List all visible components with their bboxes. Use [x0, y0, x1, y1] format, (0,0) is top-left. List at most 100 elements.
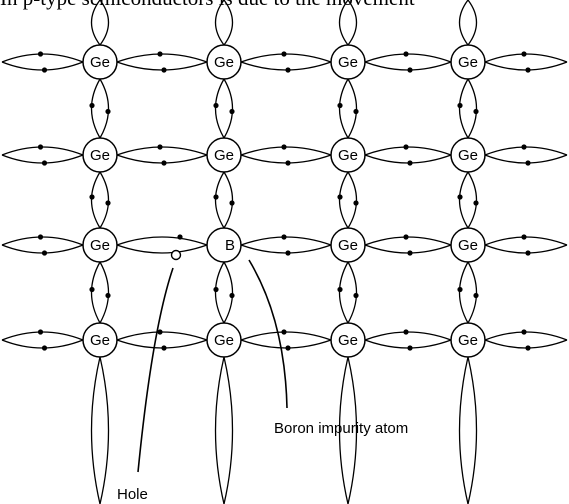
ge-atom-circle [206, 137, 242, 173]
bond-line [467, 0, 478, 46]
bond-electron [285, 160, 291, 166]
bond-line [214, 78, 225, 139]
bond-line [90, 78, 101, 139]
ge-atom-label: Ge [90, 54, 110, 71]
bond-electron [337, 286, 343, 293]
bond-line [347, 356, 358, 504]
bond-line [338, 356, 349, 504]
bond-line [116, 244, 208, 254]
ge-atom-label: Ge [90, 332, 110, 349]
bond-electron [353, 108, 359, 115]
ge-atom-label: Ge [458, 332, 478, 349]
bond-electron [229, 292, 235, 299]
ge-atom-circle [330, 227, 366, 263]
bond-electron [105, 200, 111, 206]
bond-electron [521, 234, 527, 240]
bond-electron [37, 51, 44, 57]
bond-line [458, 171, 469, 229]
bond-electron [407, 250, 413, 256]
bond-electron [281, 51, 287, 57]
bond-electron [161, 345, 167, 351]
bond-electron [161, 160, 167, 166]
bond-line [347, 261, 358, 324]
bond-electron [89, 286, 95, 293]
bond-electron [229, 200, 235, 206]
callouts: Boron impurity atom Hole [117, 259, 408, 503]
ge-atom-circle [330, 44, 366, 80]
bond-electron [285, 67, 291, 73]
bond-electron [457, 102, 463, 109]
bond-electron [403, 234, 409, 240]
ge-atom-label: Ge [90, 237, 110, 254]
ge-atom-label: Ge [214, 54, 234, 71]
bond-electrons [37, 51, 531, 351]
bond-line [467, 78, 478, 139]
bond-electron [281, 144, 287, 150]
bond-electron [37, 144, 44, 150]
ge-atom-circle [82, 137, 118, 173]
ge-atom-circle [450, 44, 486, 80]
bond-line [90, 0, 101, 46]
ge-atom-circle [330, 137, 366, 173]
bond-line [214, 0, 225, 46]
bond-line [214, 261, 225, 324]
ge-atom-label: Ge [338, 237, 358, 254]
bond-electron [213, 102, 219, 109]
bond-line [338, 261, 349, 324]
bond-electron [105, 108, 111, 115]
bond-electron [89, 102, 95, 109]
bond-line [99, 78, 110, 139]
ge-atom-circle [82, 322, 118, 358]
bond-line [116, 236, 208, 246]
bond-line [338, 0, 349, 46]
bond-line [90, 171, 101, 229]
bond-electron [177, 234, 183, 240]
boron-impurity-label: Boron impurity atom [274, 420, 408, 437]
bond-electron [37, 329, 44, 335]
bond-electron [157, 144, 163, 150]
bond-line [223, 78, 234, 139]
bond-electron [403, 144, 409, 150]
ge-atom-circle [450, 227, 486, 263]
bond-electron [521, 51, 527, 57]
bond-electron [521, 144, 527, 150]
bond-electron [337, 194, 343, 200]
bond-electron [403, 329, 409, 335]
bond-electron [281, 329, 287, 335]
bond-line [347, 78, 358, 139]
bond-electron [407, 345, 413, 351]
hole-marker [170, 249, 182, 261]
bond-electron [403, 51, 409, 57]
bond-electron [457, 286, 463, 293]
bond-electron [285, 345, 291, 351]
bond-line [99, 171, 110, 229]
ge-atom-label: Ge [214, 332, 234, 349]
bond-electron [157, 329, 163, 335]
ge-atom-circle [450, 137, 486, 173]
bond-electron [473, 108, 479, 115]
bond-electron [213, 286, 219, 293]
bond-line [458, 78, 469, 139]
bond-line [338, 78, 349, 139]
bond-electron [473, 292, 479, 299]
ge-atom-circle [206, 227, 242, 263]
header-text: In p-type semiconductors is due to the m… [0, 0, 569, 11]
bond-electron [37, 234, 44, 240]
bond-electron [353, 200, 359, 206]
boron-atom-label: B [225, 237, 235, 254]
bond-electron [525, 345, 531, 351]
bond-electron [457, 194, 463, 200]
bond-electron [473, 200, 479, 206]
bond-line [338, 171, 349, 229]
ge-atom-label: Ge [90, 147, 110, 164]
bond-line [223, 0, 234, 46]
hole-callout-line [137, 267, 174, 473]
ge-atom-circle [82, 44, 118, 80]
bond-electron [407, 160, 413, 166]
bond-electron [407, 67, 413, 73]
ge-atom-circle [82, 227, 118, 263]
ge-atom-label: Ge [458, 147, 478, 164]
bond-electron [521, 329, 527, 335]
bond-electron [213, 194, 219, 200]
